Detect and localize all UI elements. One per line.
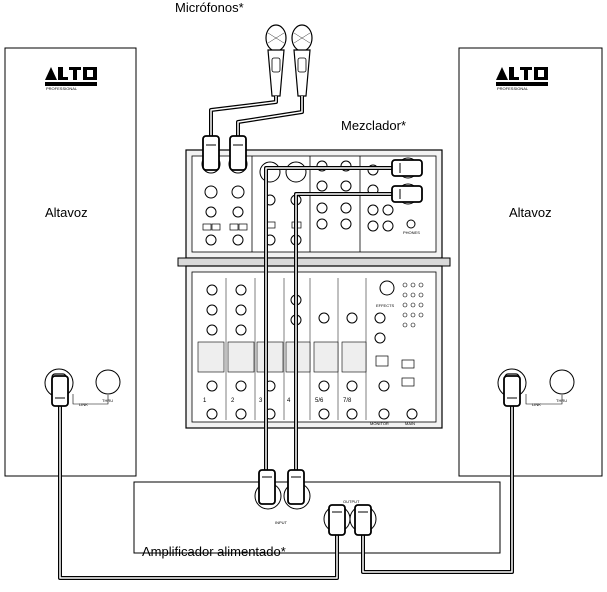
powered-amplifier — [133, 481, 501, 554]
thru-jack-right[interactable] — [549, 369, 575, 395]
amp-output-plug-1 — [328, 504, 346, 536]
speaker-left — [4, 47, 137, 477]
link-label-left: LINK — [79, 402, 88, 407]
link-label-right: LINK — [532, 402, 541, 407]
mic-cables — [209, 96, 304, 140]
speaker-left-label: Altavoz — [45, 205, 88, 220]
speaker-plug-right — [503, 375, 521, 407]
channel-label-4: 4 — [287, 398, 291, 404]
channel-label-2: 2 — [231, 398, 235, 404]
microphone-1 — [265, 24, 287, 97]
channel-label-7-8: 7/8 — [343, 398, 352, 404]
amp-output-plug-2 — [354, 504, 372, 536]
speaker-right — [458, 47, 603, 477]
speaker-plug-left — [51, 375, 69, 407]
main-out-plug-1 — [391, 159, 423, 177]
amplifier-label: Amplificador alimentado* — [142, 544, 286, 559]
amp-input-plug-2 — [287, 469, 305, 505]
logo-subtext-left: PROFESSIONAL — [46, 86, 78, 91]
alto-logo-right — [496, 67, 548, 86]
channel-strips — [197, 278, 367, 420]
effects-label: EFFECTS — [376, 303, 395, 308]
mic-xlr-plug-2 — [229, 135, 247, 171]
main-label: MAIN — [405, 421, 415, 426]
thru-jack-left[interactable] — [95, 369, 121, 395]
monitor-label: MONITOR — [370, 421, 389, 426]
amp-output-label: OUTPUT — [343, 499, 360, 504]
microphones-label: Micrófonos* — [175, 0, 244, 15]
mixer-label: Mezclador* — [341, 118, 407, 133]
channel-label-1: 1 — [203, 398, 207, 404]
mixer — [177, 149, 451, 429]
amp-input-plug-1 — [258, 469, 276, 505]
phones-label: PHONES — [403, 230, 420, 235]
channel-label-3: 3 — [259, 398, 263, 404]
thru-label-left: THRU — [102, 398, 114, 403]
master-section — [374, 280, 424, 420]
phones-icon — [406, 219, 416, 229]
thru-label-right: THRU — [556, 398, 568, 403]
main-out-plug-2 — [391, 185, 423, 203]
channel-label-5-6: 5/6 — [315, 398, 324, 404]
logo-subtext-right: PROFESSIONAL — [497, 86, 529, 91]
amp-input-label: INPUT — [275, 520, 287, 525]
speaker-right-label: Altavoz — [509, 205, 552, 220]
microphone-2 — [291, 24, 313, 97]
alto-logo-left — [45, 67, 97, 86]
mic-xlr-plug-1 — [202, 135, 220, 171]
